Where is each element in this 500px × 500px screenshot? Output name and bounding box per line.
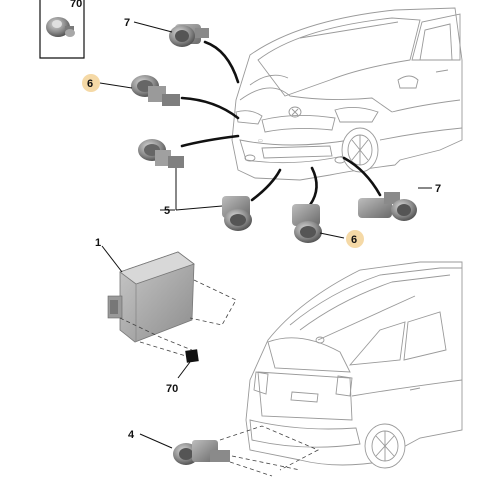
front-car-illustration: ▭ (231, 7, 463, 181)
highlight-badge-6-right: 6 (346, 230, 364, 248)
inset-box: 70 (39, 0, 85, 59)
callout-6-left: 6 (87, 78, 93, 90)
highlight-badge-circle (82, 74, 100, 92)
parking-sensor-6-bottom (292, 204, 322, 243)
highlight-badge-6-left: 6 (82, 74, 100, 92)
inset-callout-label: 70 (70, 0, 82, 10)
ecu-projection-lines (119, 279, 237, 357)
wire-sensor-5-right (250, 168, 282, 202)
rear-sensor-projection-lines (219, 425, 319, 477)
parking-sensor-5-left (138, 139, 184, 168)
callout-1: 1 (95, 237, 101, 249)
parking-sensor-4-rear (173, 440, 230, 465)
wire-sensor-5-left (180, 134, 240, 148)
wire-sensor-6-right (308, 166, 318, 207)
highlight-badge-circle (346, 230, 364, 248)
callout-4: 4 (128, 429, 135, 441)
wire-sensor-7-right (342, 156, 382, 197)
parking-sensor-6-left (131, 75, 180, 106)
parking-sensor-5-bottom (222, 196, 252, 231)
parking-assist-ecu (107, 251, 195, 343)
leader-lines (99, 21, 432, 449)
callout-6-right: 6 (351, 234, 357, 246)
rear-car-illustration (245, 261, 463, 469)
parking-sensor-7-top (169, 24, 209, 47)
ecu-connector-70 (185, 349, 199, 363)
sensor-wiring (180, 40, 382, 207)
callout-5: 5 (164, 205, 170, 217)
wire-sensor-7-top (203, 40, 240, 84)
callout-7-right: 7 (435, 183, 441, 195)
clip-nut-icon (46, 17, 75, 37)
callout-7-top: 7 (124, 17, 130, 29)
parking-sensor-7-right (358, 192, 417, 221)
front-plate-mark: ▭ (258, 138, 263, 144)
wire-sensor-6-left (180, 96, 240, 120)
callout-70: 70 (166, 383, 178, 395)
